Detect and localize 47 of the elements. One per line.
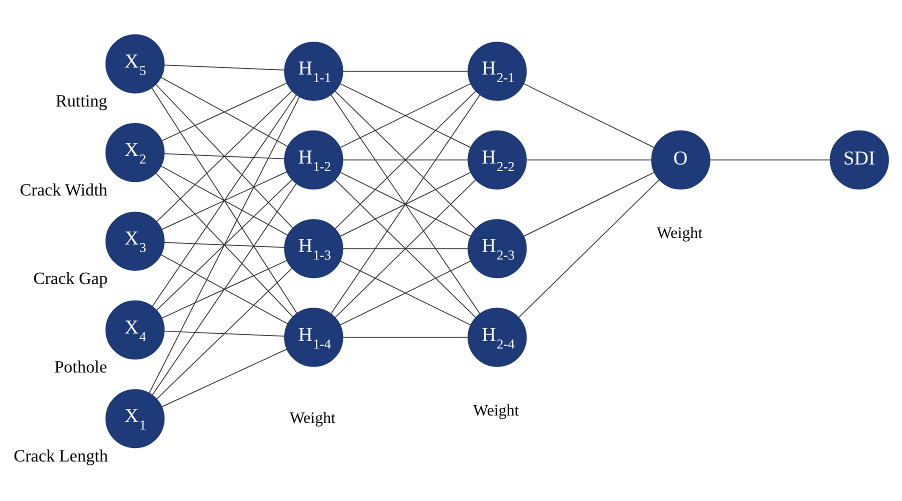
- node-circle: H$_{2-3}$: [468, 219, 527, 278]
- connector: [523, 172, 654, 237]
- connector: [160, 76, 288, 147]
- label: Weight: [290, 410, 336, 427]
- node-circle: H$_{1-2}$: [284, 130, 344, 190]
- connector: [161, 171, 288, 230]
- label: Weight: [656, 225, 703, 242]
- node-label: Rutting: [56, 92, 108, 111]
- connector: [164, 330, 286, 337]
- connector: [342, 336, 468, 338]
- node-circle: O: [651, 130, 710, 190]
- connector: [161, 260, 288, 319]
- connector: [161, 348, 288, 408]
- node-label: Crack Length: [14, 446, 108, 466]
- connector: [334, 179, 476, 318]
- label: Weight: [473, 402, 519, 420]
- node-circle: H$_{2-2}$: [468, 130, 527, 190]
- connector: [160, 166, 288, 236]
- connector: [156, 268, 292, 400]
- node-circle: X$_{5}$: [105, 34, 165, 94]
- node-circle: H$_{1-1}$: [284, 42, 344, 101]
- node-circle: X$_{2}$: [105, 123, 165, 182]
- node-label: Pothole: [54, 358, 108, 377]
- node-circle: H$_{2-1}$: [468, 42, 527, 101]
- node-circle: H$_{1-4}$: [284, 308, 344, 367]
- node-label: Crack Gap: [33, 269, 108, 288]
- node-circle: SDI: [830, 130, 889, 190]
- connector: [342, 70, 468, 72]
- node-circle: X$_{1}$: [105, 389, 165, 448]
- connector: [330, 94, 480, 314]
- connector: [164, 64, 286, 71]
- connector: [152, 183, 297, 396]
- node-label: Crack Width: [20, 180, 108, 200]
- connector: [334, 90, 476, 230]
- node-circle: H$_{2-4}$: [468, 308, 527, 367]
- connector: [523, 83, 654, 148]
- node-circle: X$_{3}$: [105, 212, 165, 271]
- connector: [518, 179, 660, 318]
- connector: [161, 82, 288, 142]
- connector: [340, 260, 471, 326]
- connector: [164, 242, 286, 248]
- connector: [164, 153, 286, 160]
- connector: [160, 254, 288, 324]
- connector: [148, 96, 300, 394]
- node-circle: X$_{4}$: [105, 300, 165, 360]
- node-circle: H$_{1-3}$: [284, 219, 344, 278]
- connector: [342, 248, 468, 250]
